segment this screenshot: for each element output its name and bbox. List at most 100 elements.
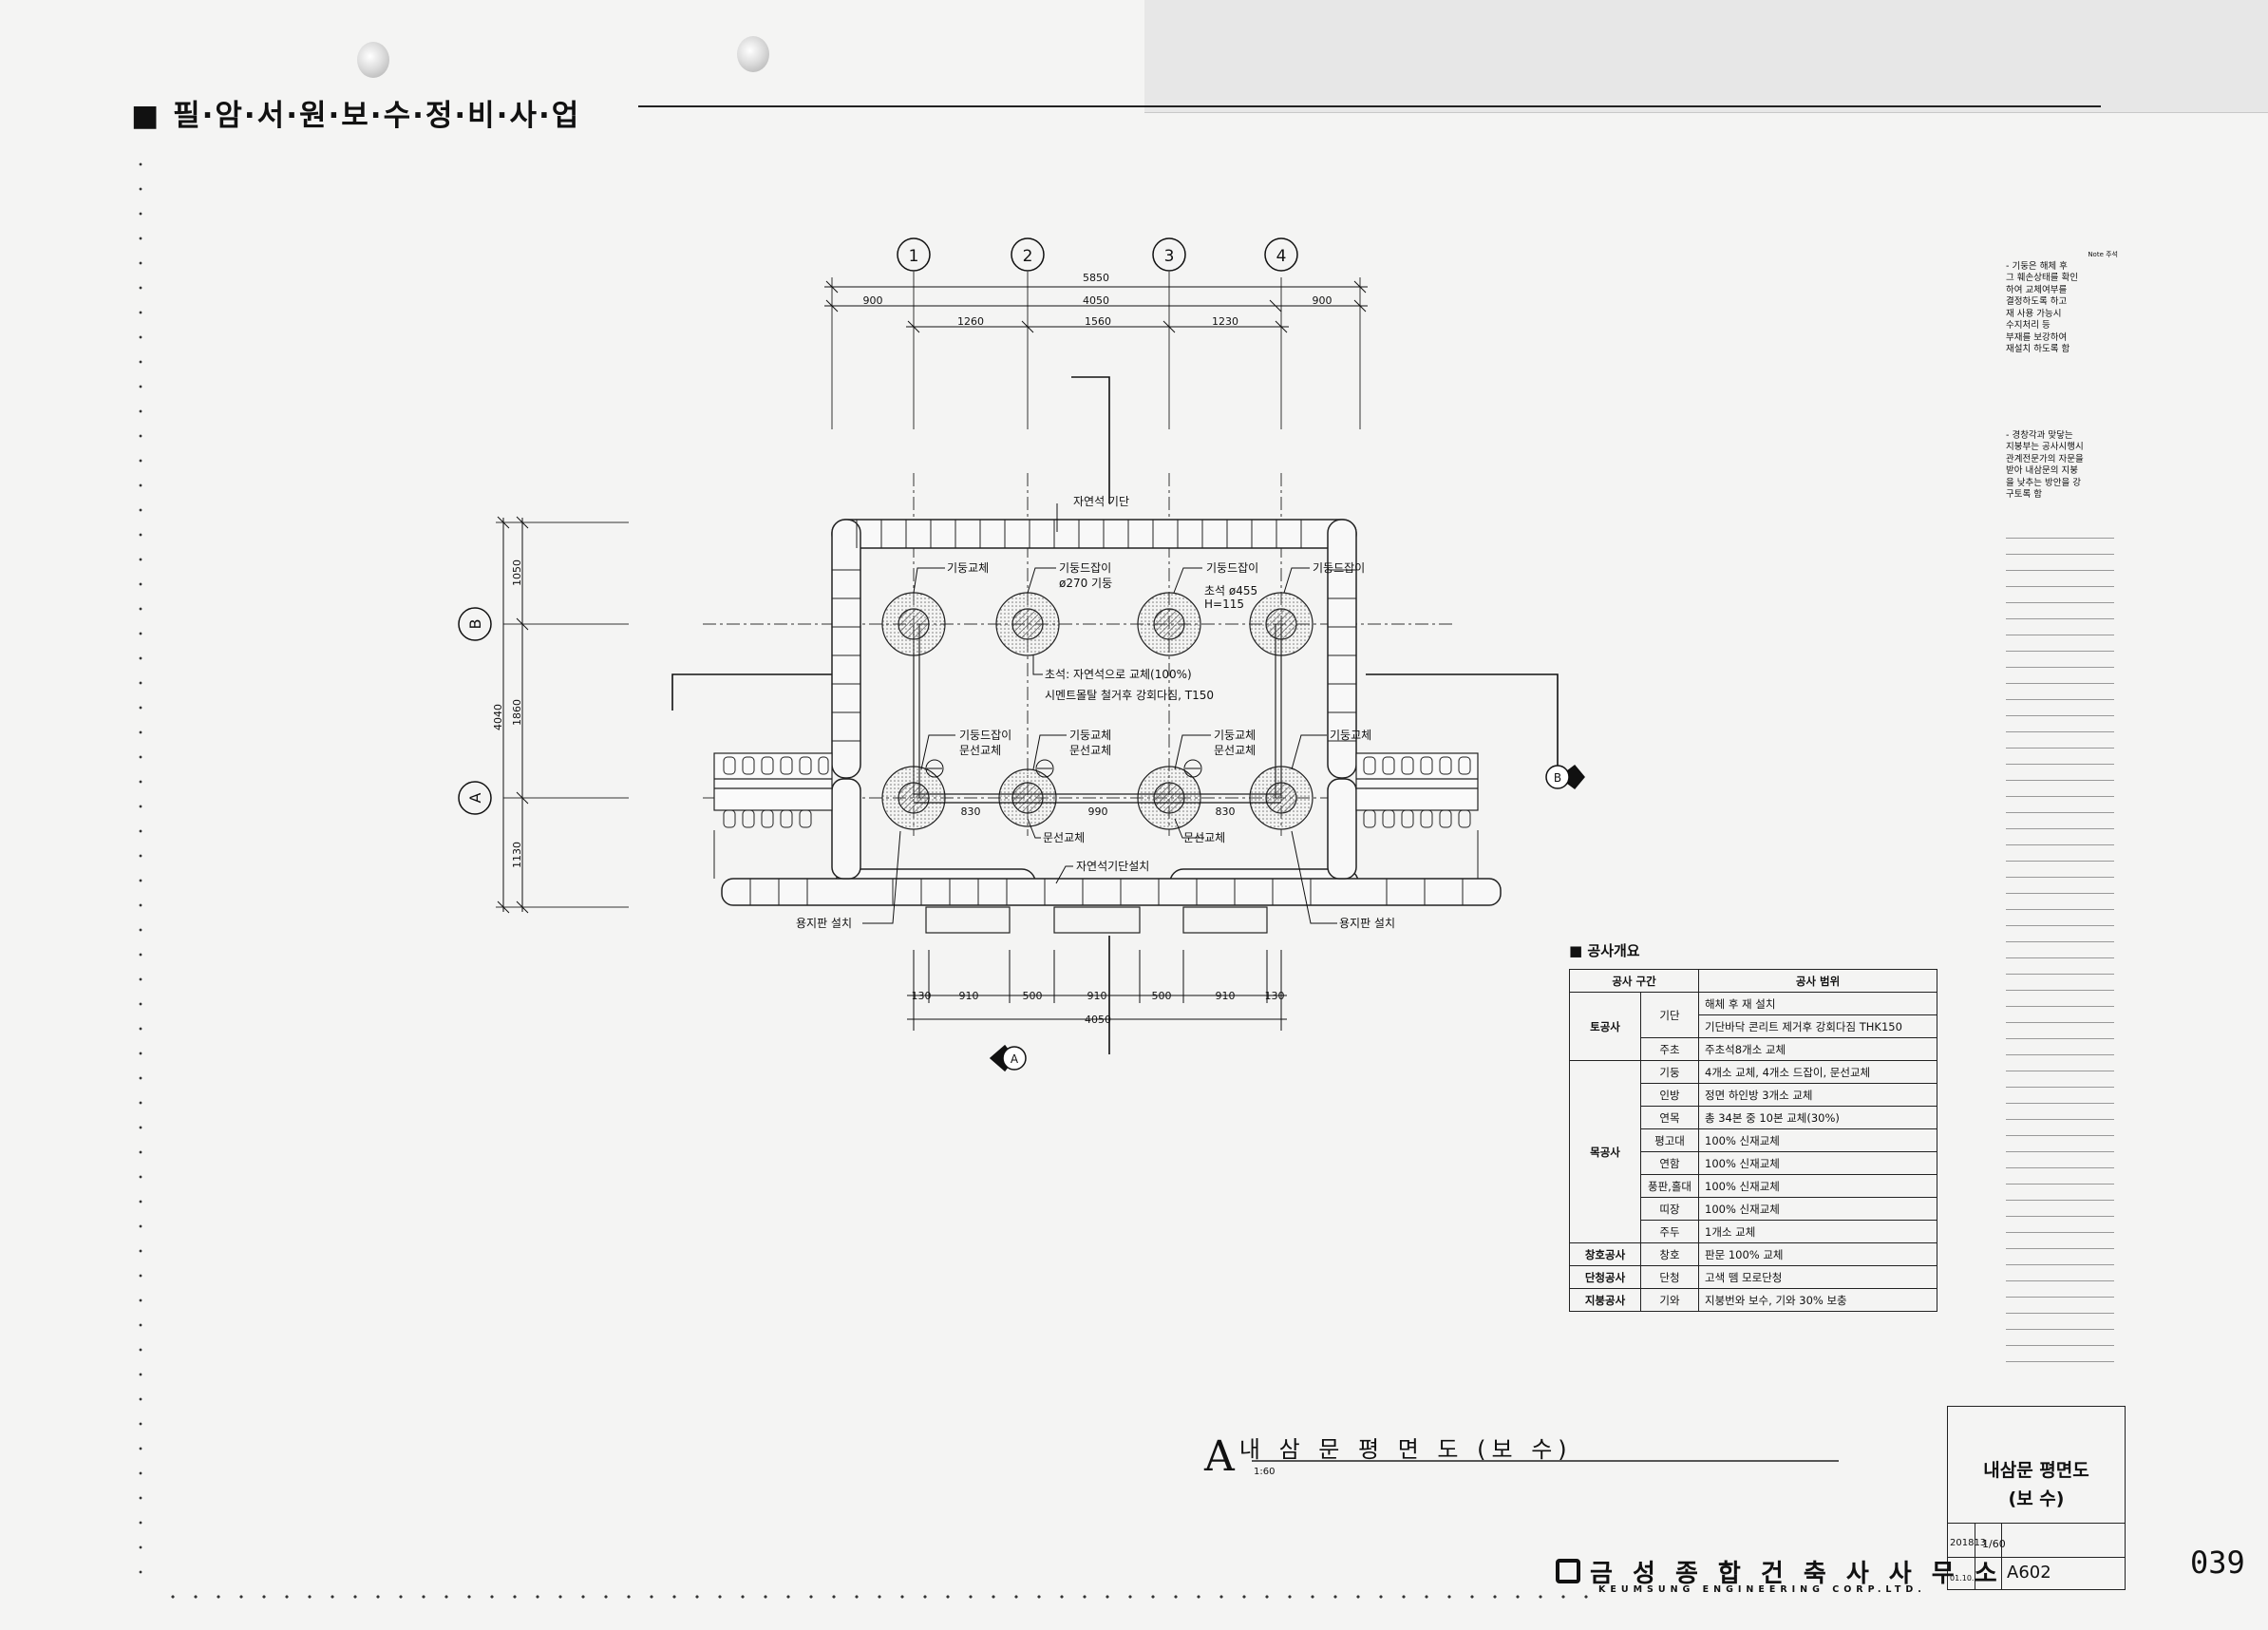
table-cell-sub: 인방	[1640, 1083, 1699, 1107]
table-cell-section: 토공사	[1569, 992, 1641, 1061]
table-header-cell: 공사 구간	[1569, 969, 1699, 993]
firm-logo-icon	[1556, 1559, 1580, 1583]
note-line: 을 낮추는 방안을 강	[2006, 477, 2081, 488]
date-value: 01.10.	[1950, 1574, 1975, 1583]
grid-label-4: 4	[1276, 247, 1287, 266]
drawing-title: 내삼문 평면도	[1983, 1460, 2089, 1481]
label-floor-note: 시멘트몰탈 철거후 강회다짐, T150	[1045, 689, 1214, 702]
table-cell-desc: 100% 신재교체	[1698, 1197, 1937, 1221]
table-cell-desc: 판문 100% 교체	[1698, 1242, 1937, 1266]
notes-ruled-lines	[2006, 538, 2114, 1364]
job-number: 201813	[1950, 1538, 1987, 1548]
label-column-replace: 기둥교체	[947, 561, 989, 575]
label-foundation-height: H=115	[1204, 597, 1244, 611]
note-line: 지붕부는 공사시행시	[2006, 442, 2084, 452]
dim-left-seg: 1130	[511, 842, 523, 868]
left-dot-border	[139, 152, 142, 1586]
table-cell-sub: 기와	[1640, 1288, 1699, 1312]
table-row: 목공사 기둥 4개소 교체, 4개소 드잡이, 문선교체	[1569, 1060, 1937, 1243]
note-line: 그 훼손상태를 확인	[2006, 273, 2078, 283]
table-row: 풍판,홀대 100% 신재교체	[1570, 1174, 1937, 1198]
table-row: 주두 1개소 교체	[1570, 1220, 1937, 1243]
note-line: - 경창각과 맞닿는	[2006, 429, 2073, 441]
plan-title: 내 삼 문 평 면 도 (보 수)	[1238, 1436, 1573, 1463]
plan-title-letter: A	[1204, 1432, 1235, 1481]
table-cell-section: 목공사	[1569, 1060, 1641, 1243]
grid-label-b: B	[466, 619, 484, 630]
label-door-frame: 문선교체	[959, 744, 1001, 757]
table-cell-sub: 단청	[1640, 1265, 1699, 1289]
plan-caption: A 내 삼 문 평 면 도 (보 수) 1:60	[1204, 1431, 1573, 1481]
table-row: 연함 100% 신재교체	[1570, 1151, 1937, 1175]
grid-label-2: 2	[1023, 247, 1033, 266]
table-cell-sub: 연목	[1640, 1106, 1699, 1129]
dim-bottom-seg: 910	[1087, 990, 1107, 1002]
table-cell-sub: 주초	[1640, 1037, 1699, 1061]
dim-top-total: 5850	[1083, 272, 1109, 284]
table-row: 토공사 기단 해체 후 재 설치	[1569, 992, 1937, 1061]
label-door-frame: 문선교체	[1043, 831, 1085, 844]
table-row: 연목 총 34본 중 10본 교체(30%)	[1570, 1106, 1937, 1129]
table-cell-sub: 기단	[1640, 992, 1699, 1038]
label-column-repair: 기둥드잡이	[959, 729, 1011, 742]
dim-left-total: 4040	[492, 704, 504, 730]
label-drain-install: 용지판 설치	[796, 917, 852, 930]
table-cell-desc: 100% 신재교체	[1698, 1128, 1937, 1152]
table-cell-desc: 100% 신재교체	[1698, 1151, 1937, 1175]
table-cell-section: 창호공사	[1569, 1242, 1641, 1266]
label-column-replace: 기둥교체	[1214, 729, 1256, 742]
dim-top-inner: 1230	[1212, 315, 1238, 328]
table-cell-sub: 창호	[1640, 1242, 1699, 1266]
label-door-frame: 문선교체	[1069, 744, 1111, 757]
dim-mid: 830	[961, 806, 981, 818]
label-drain-install: 용지판 설치	[1339, 917, 1395, 930]
label-column-dia: ø270 기둥	[1059, 577, 1112, 590]
grid-bubble-3	[1152, 237, 1186, 272]
scale-value: 1/60	[1982, 1538, 2006, 1550]
table-row: 인방 정면 하인방 3개소 교체	[1570, 1083, 1937, 1107]
table-header-row: 공사 구간 공사 범위	[1569, 969, 1937, 993]
label-column-repair: 기둥드잡이	[1313, 561, 1365, 575]
table-header-cell: 공사 범위	[1698, 969, 1937, 993]
table-cell-sub: 평고대	[1640, 1128, 1699, 1152]
dim-bottom-seg: 910	[959, 990, 979, 1002]
dim-mid: 830	[1216, 806, 1236, 818]
table-cell-desc: 총 34본 중 10본 교체(30%)	[1698, 1106, 1937, 1129]
note-line: 구토록 함	[2006, 489, 2042, 500]
dim-top-inner: 1560	[1085, 315, 1111, 328]
table-row: 기단바닥 콘리트 제거후 강회다짐 THK150	[1570, 1014, 1937, 1038]
table-row: 창호공사 창호 판문 100% 교체	[1569, 1242, 1937, 1266]
table-cell-desc: 4개소 교체, 4개소 드잡이, 문선교체	[1698, 1060, 1937, 1084]
label-column-repair: 기둥드잡이	[1059, 561, 1111, 575]
dim-left-seg: 1860	[511, 699, 523, 726]
label-column-replace: 기둥교체	[1069, 729, 1111, 742]
table-row: 평고대 100% 신재교체	[1570, 1128, 1937, 1152]
dim-left-seg: 1050	[511, 559, 523, 586]
project-title: ■ 필·암·서·원·보·수·정·비·사·업	[131, 99, 581, 133]
grid-bubble-4	[1264, 237, 1298, 272]
grid-label-a: A	[466, 792, 484, 803]
note-line: 부재를 보강하여	[2006, 332, 2068, 343]
note-line: - 기둥은 해체 후	[2006, 260, 2068, 272]
dim-bottom-total: 4050	[1085, 1014, 1111, 1026]
note-line: 받아 내삼문의 지붕	[2006, 465, 2078, 476]
dim-mid: 990	[1088, 806, 1108, 818]
table-cell-sub: 풍판,홀대	[1640, 1174, 1699, 1198]
dim-top-inner: 1260	[957, 315, 984, 328]
firm-name: 금 성 종 합 건 축 사 사 무 소	[1556, 1554, 2003, 1589]
title-block: 내삼문 평면도 (보 수) 201813 1/60 01.10. A602	[1947, 1406, 2126, 1590]
dim-top-seg: 4050	[1083, 294, 1109, 307]
grid-bubble-a	[458, 781, 492, 815]
grid-label-1: 1	[909, 247, 919, 266]
section-marker-a: A	[1011, 1052, 1019, 1066]
label-base-install: 자연석기단설치	[1076, 860, 1149, 873]
table-cell-desc: 해체 후 재 설치	[1698, 992, 1937, 1015]
note-line: 관계전문가의 자문을	[2006, 453, 2084, 464]
section-marker-b: B	[1554, 771, 1561, 785]
label-door-frame: 문선교체	[1183, 831, 1225, 844]
grid-bubble-2	[1011, 237, 1045, 272]
note-line: 결정하도록 하고	[2006, 296, 2068, 307]
note-line: 수지처리 등	[2006, 320, 2051, 331]
dim-top-seg: 900	[863, 294, 883, 307]
